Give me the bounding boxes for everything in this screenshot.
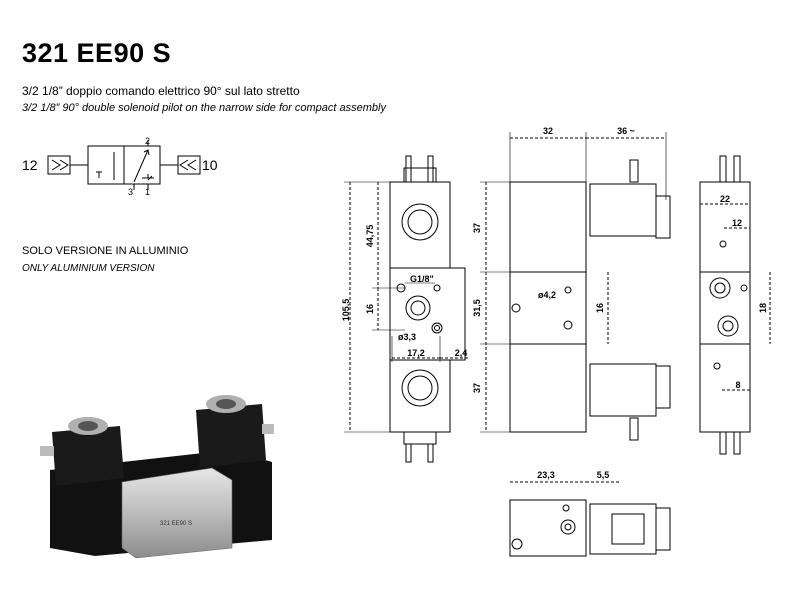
label-hole-side: ø4,2: [538, 290, 556, 300]
page-title: 321 EE90 S: [22, 38, 172, 68]
dim-base-right: 5,5: [597, 470, 610, 480]
label-thread: G1/8": [410, 274, 434, 284]
valve-symbol: 12 10 2 3 1: [22, 136, 218, 197]
subtitle-english: 3/2 1/8” 90° double solenoid pilot on th…: [22, 102, 386, 114]
label-hole: ø3,3: [398, 332, 416, 342]
dim-bottom: 37: [472, 383, 482, 393]
port-12-label: 12: [22, 157, 38, 173]
dim-offset: 2,4: [455, 348, 468, 358]
photo-label: 321 EE90 S: [160, 521, 192, 527]
dim-mid-side: 31,5: [472, 299, 482, 317]
front-view-drawing: [344, 155, 470, 463]
dim-ports: 16: [595, 303, 605, 313]
port-3-label: 3: [128, 187, 133, 197]
dim-mid: 16: [365, 304, 375, 314]
dim-upper: 44,75: [365, 225, 375, 248]
dim-ports-right: 18: [758, 303, 768, 313]
subtitle-italian: 3/2 1/8” doppio comando elettrico 90° su…: [22, 84, 300, 98]
dim-base: 23,3: [537, 470, 555, 480]
note-english: ONLY ALUMINIUM VERSION: [22, 263, 155, 274]
dim-offset-right: 12: [732, 218, 742, 228]
dim-base-right-view: 8: [735, 380, 740, 390]
dim-total-height: 105,5: [341, 299, 351, 322]
dim-top: 37: [472, 223, 482, 233]
port-2-label: 2: [145, 136, 150, 146]
side-view-drawing: [480, 132, 671, 483]
product-photo: 321 EE90 S: [40, 395, 274, 559]
dim-coil: 36 ~: [617, 126, 635, 136]
dim-width: 17,2: [407, 348, 425, 358]
dim-width-right: 22: [720, 194, 730, 204]
note-italian: SOLO VERSIONE IN ALLUMINIO: [22, 245, 189, 257]
bottom-view-drawing: [509, 499, 671, 557]
port-1-label: 1: [145, 187, 150, 197]
right-view-drawing: [699, 155, 771, 455]
port-10-label: 10: [202, 157, 218, 173]
dim-body: 32: [543, 126, 553, 136]
